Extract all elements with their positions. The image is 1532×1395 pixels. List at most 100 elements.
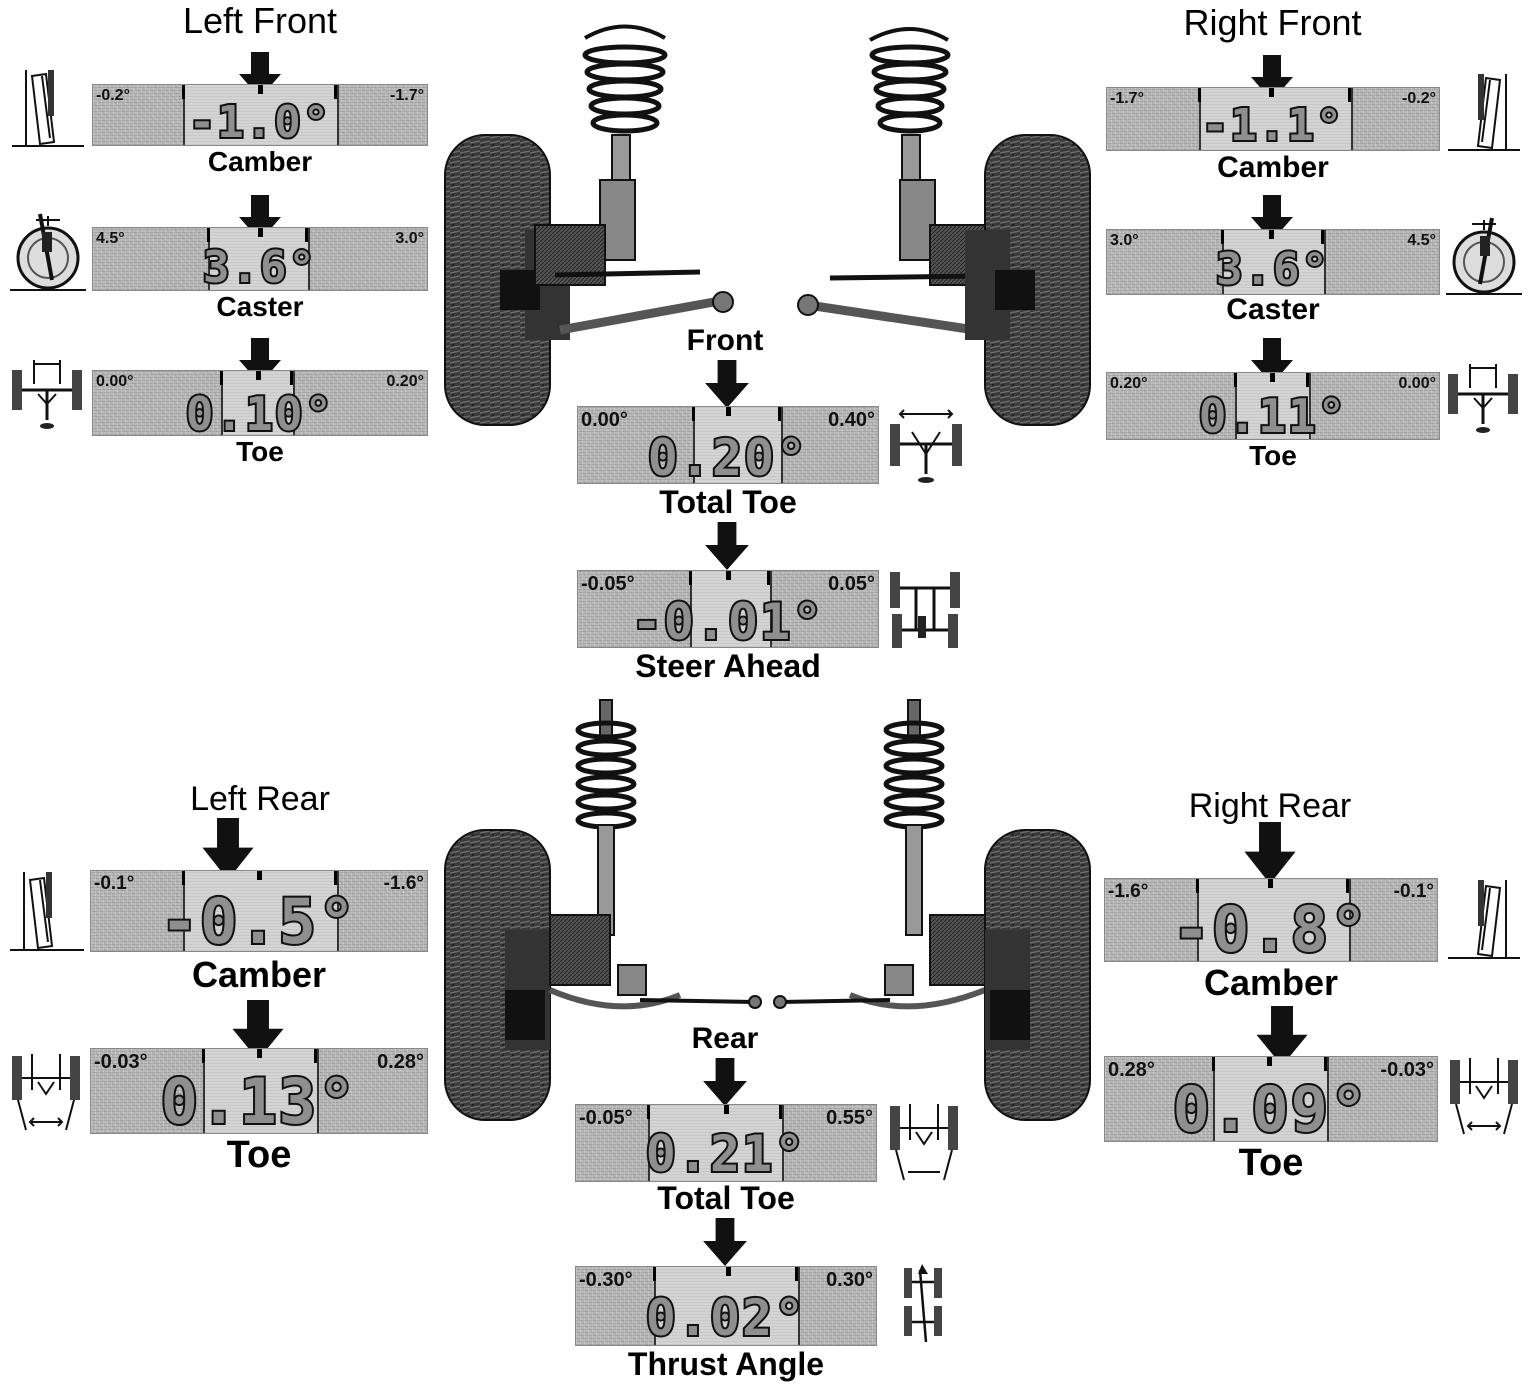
rear-left-wheel-icon [444,829,551,1121]
front-total-toe-label: Total Toe [659,484,797,520]
down-arrow-icon [1256,1006,1308,1066]
lf-camber-max: -1.7° [390,87,424,104]
lf-toe-label: Toe [236,436,284,467]
total-toe-icon [890,1104,958,1181]
lr-camber-label: Camber [191,954,327,995]
down-arrow-icon [1251,195,1293,241]
left-rear-title: Left Rear [190,780,330,818]
down-arrow-icon [202,818,254,880]
lr-camber-min: -0.1° [94,873,135,894]
rf-caster-value: 3.6° [1214,244,1330,295]
caster-icon [10,213,86,291]
rf-camber-max: -0.2° [1402,90,1436,107]
rr-camber-label: Camber [1203,962,1339,1003]
rear-total-toe-label: Total Toe [657,1180,795,1216]
camber-icon [12,70,84,147]
rear-total-toe-gauge: -0.05° 0.55° 0.21° Total Toe [575,1058,877,1218]
rr-toe-value: 0.09° [1171,1073,1370,1146]
rf-toe-max: 0.00° [1398,375,1436,392]
down-arrow-icon [232,1000,284,1060]
lf-toe-value: 0.10° [184,387,335,441]
thrust-angle-min: -0.30° [579,1269,633,1291]
rr-camber-gauge: -1.6° -0.1° -0.8° Camber [1104,822,1438,1008]
rear-right-wheel-icon [984,829,1091,1121]
rf-camber-label: Camber [1217,151,1329,184]
lf-toe-gauge: 0.00° 0.20° 0.10° Toe [92,336,428,468]
rr-camber-max: -0.1° [1393,881,1434,902]
lr-toe-label: Toe [226,1134,292,1176]
caster-icon [1446,217,1522,295]
thrust-angle-max: 0.30° [826,1269,873,1291]
camber-icon [1448,880,1520,959]
thrust-angle-icon [904,1264,942,1343]
lf-camber-value: -1.0° [187,97,332,148]
front-left-strut-icon [534,24,734,335]
lf-camber-min: -0.2° [96,87,130,104]
front-label: Front [686,324,764,357]
front-total-toe-min: 0.00° [581,409,628,431]
lr-camber-max: -1.6° [383,873,424,894]
lf-camber-gauge: -0.2° -1.7° -1.0° Camber [92,50,428,182]
lf-toe-max: 0.20° [386,373,424,390]
down-arrow-icon [1251,338,1293,384]
rr-toe-max: -0.03° [1380,1059,1434,1081]
rr-camber-value: -0.8° [1171,893,1370,966]
steer-ahead-gauge: -0.05° 0.05° -0.01° Steer Ahead [577,522,879,688]
toe-icon [12,1054,80,1131]
camber-icon [1448,74,1520,151]
down-arrow-icon [239,195,281,241]
rr-toe-min: 0.28° [1108,1059,1155,1081]
toe-icon [12,360,82,429]
down-arrow-icon [239,52,281,98]
thrust-angle-value: 0.02° [644,1289,807,1347]
lr-camber-gauge: -0.1° -1.6° -0.5° Camber [90,818,428,1000]
lf-caster-label: Caster [216,291,304,322]
rf-toe-min: 0.20° [1110,375,1148,392]
down-arrow-icon [703,1218,747,1266]
lr-toe-gauge: -0.03° 0.28° 0.13° Toe [90,1000,428,1180]
front-right-wheel-icon [965,134,1091,426]
right-rear-title: Right Rear [1188,787,1352,825]
steer-ahead-min: -0.05° [581,573,635,595]
rf-camber-value: -1.1° [1200,100,1345,151]
steer-ahead-icon [890,572,960,648]
down-arrow-icon [705,360,749,408]
front-total-toe-max: 0.40° [828,409,875,431]
camber-icon [10,872,84,951]
lf-caster-min: 4.5° [96,230,125,247]
down-arrow-icon [239,338,281,384]
down-arrow-icon [1244,822,1296,884]
down-arrow-icon [705,522,749,570]
lf-caster-max: 3.0° [395,230,424,247]
total-toe-icon [890,409,962,483]
lf-caster-gauge: 4.5° 3.0° 3.6° Caster [92,193,428,325]
down-arrow-icon [703,1058,747,1106]
rear-total-toe-max: 0.55° [826,1107,873,1129]
toe-icon [1448,364,1518,433]
rf-toe-value: 0.11° [1197,389,1348,443]
steer-ahead-value: -0.01° [630,593,825,651]
rf-camber-min: -1.7° [1110,90,1144,107]
lr-toe-min: -0.03° [94,1051,148,1073]
rf-caster-min: 3.0° [1110,232,1139,249]
rf-caster-label: Caster [1226,293,1320,326]
rear-left-strut-icon [548,699,762,1010]
rear-total-toe-value: 0.21° [644,1125,807,1183]
rear-total-toe-min: -0.05° [579,1107,633,1129]
front-total-toe-value: 0.20° [646,429,809,487]
thrust-angle-gauge: -0.30° 0.30° 0.02° Thrust Angle [575,1218,877,1384]
lr-toe-max: 0.28° [377,1051,424,1073]
down-arrow-icon [1251,55,1293,101]
steer-ahead-max: 0.05° [828,573,875,595]
thrust-angle-label: Thrust Angle [627,1346,825,1382]
lr-camber-value: -0.5° [159,885,358,958]
lf-caster-value: 3.6° [201,242,317,293]
rear-right-strut-icon [773,699,991,1010]
lr-toe-value: 0.13° [159,1065,358,1138]
rf-caster-max: 4.5° [1407,232,1436,249]
rear-label: Rear [691,1022,759,1055]
rf-toe-label: Toe [1249,440,1297,471]
right-front-title: Right Front [1183,2,1362,43]
front-suspension-diagram [444,24,1091,426]
front-total-toe-gauge: 0.00° 0.40° 0.20° Total Toe [577,360,879,522]
